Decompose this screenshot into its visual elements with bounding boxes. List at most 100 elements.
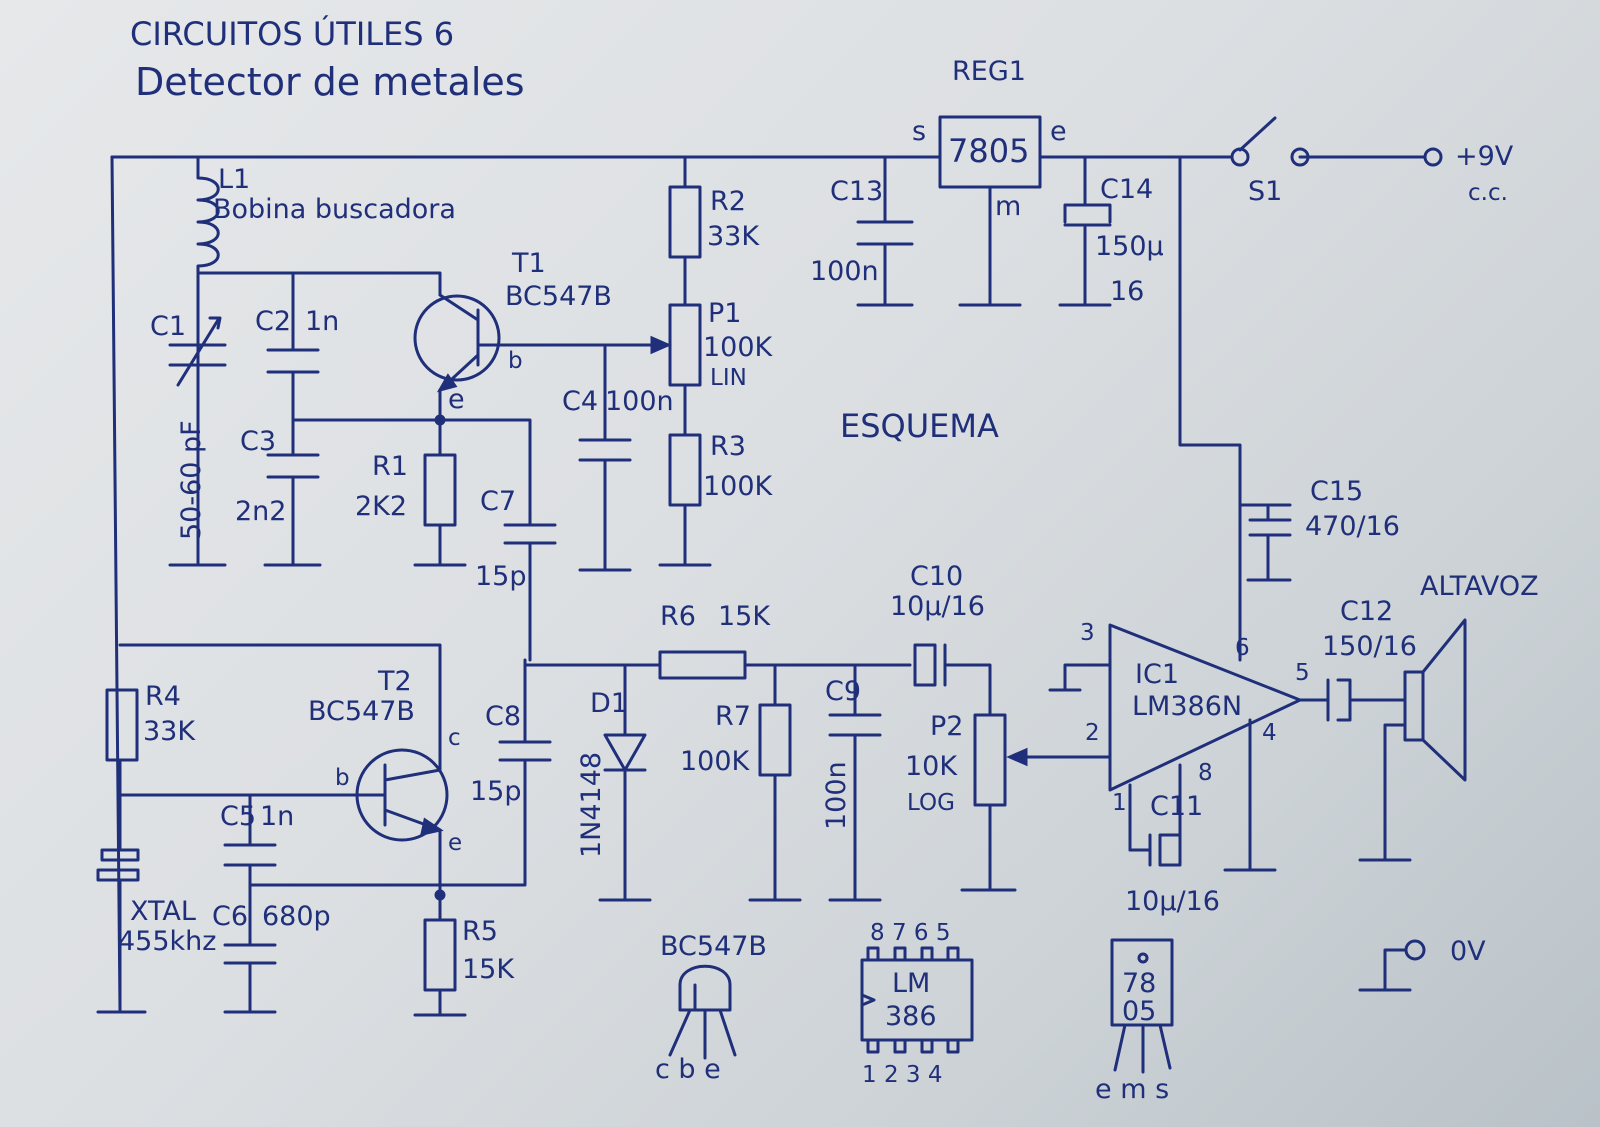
svg-text:IC1: IC1	[1135, 659, 1179, 690]
svg-text:R2: R2	[710, 186, 746, 217]
svg-text:100n: 100n	[605, 386, 674, 417]
svg-text:e: e	[448, 830, 462, 856]
svg-text:100n: 100n	[810, 256, 879, 287]
svg-text:6: 6	[1235, 635, 1250, 661]
svg-text:1: 1	[1112, 790, 1127, 816]
svg-text:L1: L1	[218, 164, 250, 195]
esquema-label: ESQUEMA	[840, 407, 999, 445]
supply-terminal: +9V c.c.	[1423, 141, 1514, 206]
svg-text:0V: 0V	[1450, 936, 1486, 967]
xtal-crystal: XTAL 455khz	[96, 793, 216, 1014]
svg-text:e m s: e m s	[1095, 1074, 1169, 1105]
c5-capacitor: C5 1n	[220, 793, 294, 947]
svg-text:5: 5	[1295, 660, 1310, 686]
svg-text:15K: 15K	[718, 601, 771, 632]
p2-potentiometer: P2 10K LOG	[905, 711, 1112, 892]
r2-resistor: R2 33K	[668, 155, 760, 259]
svg-text:BC547B: BC547B	[660, 931, 767, 962]
t2-collector-wire	[118, 643, 442, 772]
svg-text:470/16: 470/16	[1305, 511, 1400, 542]
svg-text:LM: LM	[892, 968, 930, 999]
svg-text:10K: 10K	[905, 751, 958, 782]
bc547b-pinout: BC547B c b e	[655, 931, 767, 1085]
svg-text:R3: R3	[710, 431, 746, 462]
svg-text:C4: C4	[562, 386, 598, 417]
p1-potentiometer: P1 100K LIN	[558, 255, 774, 437]
svg-text:e: e	[448, 384, 465, 415]
svg-text:LM386N: LM386N	[1132, 691, 1242, 722]
c6-emitter-wire	[248, 758, 527, 887]
svg-text:s: s	[912, 116, 926, 147]
svg-text:R6: R6	[660, 601, 696, 632]
svg-text:LOG: LOG	[907, 790, 955, 816]
svg-text:C7: C7	[480, 486, 516, 517]
r3-resistor: R3 100K	[658, 431, 774, 567]
svg-text:1 2 3 4: 1 2 3 4	[862, 1062, 942, 1088]
c11-capacitor: C11 10µ/16	[1125, 791, 1220, 917]
c3-capacitor: C3 2n2	[235, 426, 322, 567]
svg-text:33K: 33K	[143, 716, 196, 747]
svg-text:T1: T1	[511, 248, 546, 279]
r1-resistor: R1 2K2	[355, 418, 467, 567]
svg-text:e: e	[1050, 116, 1067, 147]
svg-text:b: b	[335, 765, 350, 791]
svg-text:P2: P2	[930, 711, 963, 742]
reg7805-pinout: 78 05 e m s	[1095, 938, 1174, 1105]
svg-text:m: m	[995, 191, 1021, 222]
reg1-7805: 7805 REG1 s e m	[912, 56, 1067, 307]
svg-text:100n: 100n	[821, 761, 852, 830]
svg-text:C15: C15	[1310, 476, 1363, 507]
svg-text:1n: 1n	[260, 801, 294, 832]
c2-capacitor: C2 1n	[255, 271, 339, 457]
svg-text:100K: 100K	[703, 471, 774, 502]
svg-text:c.c.: c.c.	[1468, 180, 1508, 206]
t1-transistor: T1 BC547B e b	[291, 248, 612, 527]
svg-text:2n2: 2n2	[235, 496, 286, 527]
r7-resistor: R7 100K	[680, 663, 802, 902]
svg-text:c: c	[448, 725, 461, 751]
svg-text:78: 78	[1122, 968, 1156, 999]
svg-text:ALTAVOZ: ALTAVOZ	[1420, 571, 1539, 602]
svg-text:7805: 7805	[948, 132, 1029, 170]
svg-text:150µ: 150µ	[1095, 231, 1164, 262]
svg-text:1n: 1n	[305, 306, 339, 337]
svg-text:S1: S1	[1248, 176, 1282, 207]
title-line-2: Detector de metales	[135, 60, 525, 104]
svg-text:R7: R7	[715, 701, 751, 732]
speaker-altavoz: ALTAVOZ	[1358, 571, 1539, 862]
ic1-lm386n: IC1 LM386N 3 2 6 5 4 1 8	[1048, 620, 1310, 872]
svg-text:10µ/16: 10µ/16	[890, 591, 985, 622]
svg-text:100K: 100K	[703, 332, 774, 363]
svg-text:150/16: 150/16	[1322, 631, 1417, 662]
svg-text:C8: C8	[485, 701, 521, 732]
svg-text:C12: C12	[1340, 596, 1393, 627]
svg-text:33K: 33K	[707, 221, 760, 252]
svg-text:50-60 pF: 50-60 pF	[176, 420, 207, 540]
r5-resistor: R5 15K	[413, 893, 515, 1017]
svg-text:15K: 15K	[462, 954, 515, 985]
svg-text:Bobina buscadora: Bobina buscadora	[213, 194, 456, 225]
svg-text:680p: 680p	[262, 901, 331, 932]
svg-text:XTAL: XTAL	[130, 896, 196, 927]
svg-text:15p: 15p	[470, 776, 522, 807]
svg-text:C11: C11	[1150, 791, 1203, 822]
svg-text:R4: R4	[145, 681, 181, 712]
svg-text:REG1: REG1	[952, 56, 1026, 87]
svg-text:2: 2	[1085, 720, 1100, 746]
svg-text:+9V: +9V	[1455, 141, 1514, 172]
svg-text:LIN: LIN	[710, 365, 747, 391]
c7-capacitor: C7 15p	[475, 486, 557, 662]
svg-text:15p: 15p	[475, 561, 527, 592]
svg-text:386: 386	[885, 1001, 937, 1032]
svg-text:R1: R1	[372, 451, 408, 482]
svg-text:2K2: 2K2	[355, 491, 407, 522]
lm386-pinout: 8 7 6 5 LM 386 1 2 3 4	[860, 920, 974, 1088]
r6-resistor: R6 15K	[658, 601, 912, 680]
c9-capacitor: C9 100n	[821, 663, 882, 902]
ground-terminal: 0V	[1358, 936, 1486, 992]
svg-text:16: 16	[1110, 276, 1144, 307]
svg-text:D1: D1	[590, 688, 628, 719]
svg-text:8: 8	[1198, 760, 1213, 786]
svg-text:P1: P1	[708, 298, 741, 329]
